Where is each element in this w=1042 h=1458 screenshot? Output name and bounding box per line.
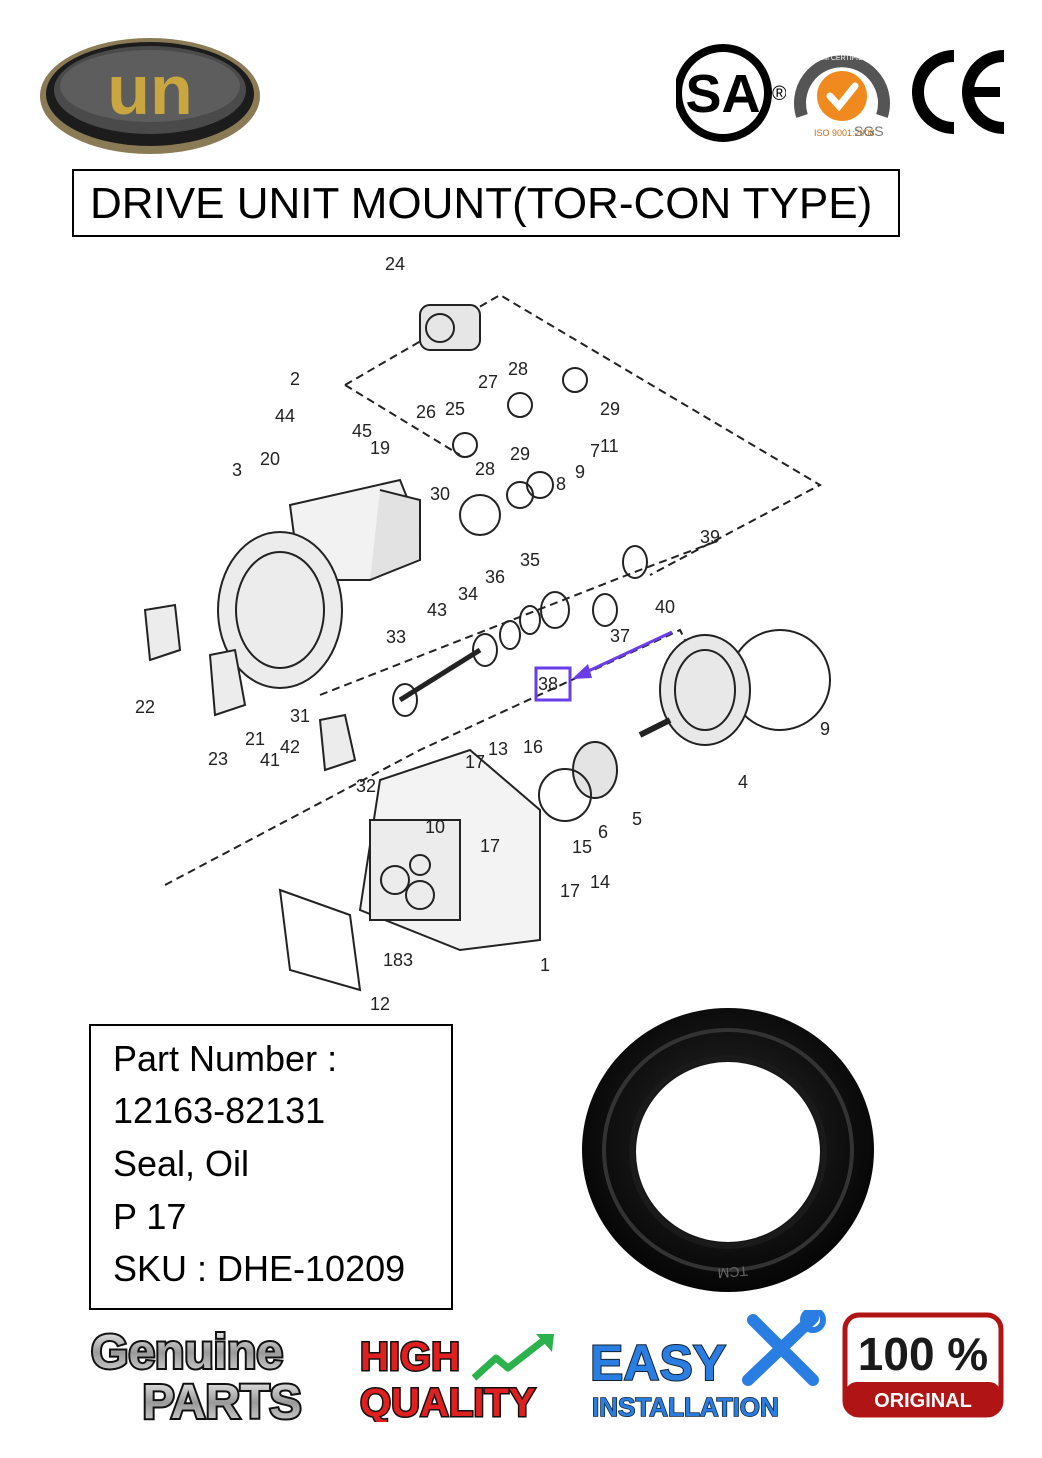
easy-installation-badge: EASY INSTALLATION bbox=[589, 1310, 826, 1422]
callout-label: 17 bbox=[465, 752, 485, 772]
callout-label: 1 bbox=[540, 955, 550, 975]
callout-label: 25 bbox=[445, 399, 465, 419]
svg-text:CE: CE bbox=[906, 44, 908, 45]
callout-label: 36 bbox=[485, 567, 505, 587]
callout-label: 45 bbox=[352, 421, 372, 441]
title-box: DRIVE UNIT MOUNT(TOR-CON TYPE) bbox=[72, 169, 900, 237]
callout-label: 14 bbox=[590, 872, 610, 892]
part-name: Seal, Oil bbox=[113, 1143, 250, 1184]
svg-text:TCM: TCM bbox=[717, 1263, 749, 1282]
genuine-parts-badge: Genuine PARTS bbox=[89, 1324, 304, 1426]
callout-label: 12 bbox=[370, 994, 390, 1014]
callout-label: 6 bbox=[598, 822, 608, 842]
original-badge: 100 % ORIGINAL bbox=[842, 1312, 1004, 1418]
callout-label: 16 bbox=[523, 737, 543, 757]
callout-label: 29 bbox=[510, 444, 530, 464]
callout-highlighted: 38 bbox=[538, 674, 558, 694]
high-quality-badge: HIGH QUALITY bbox=[359, 1334, 554, 1422]
callout-label: 40 bbox=[655, 597, 675, 617]
callout-label: 43 bbox=[427, 600, 447, 620]
callout-label: 15 bbox=[572, 837, 592, 857]
callout-label: 9 bbox=[575, 462, 585, 482]
page-title: DRIVE UNIT MOUNT(TOR-CON TYPE) bbox=[90, 179, 873, 228]
callout-label: 21 bbox=[245, 729, 265, 749]
callout-label: 24 bbox=[385, 254, 405, 274]
callout-label: 23 bbox=[208, 749, 228, 769]
svg-text:ORIGINAL: ORIGINAL bbox=[874, 1390, 972, 1412]
svg-text:HIGH: HIGH bbox=[360, 1335, 460, 1379]
callout-label: 37 bbox=[610, 626, 630, 646]
svg-text:QUALITY: QUALITY bbox=[360, 1381, 536, 1422]
callout-label: 3 bbox=[232, 460, 242, 480]
part-number-label: Part Number : bbox=[113, 1038, 338, 1079]
callout-label: 39 bbox=[700, 527, 720, 547]
callout-label: 30 bbox=[430, 484, 450, 504]
callout-label: 10 bbox=[425, 817, 445, 837]
svg-text:SYSTEM CERTIFICATION: SYSTEM CERTIFICATION bbox=[800, 55, 884, 62]
sku-value: SKU : DHE-10209 bbox=[113, 1248, 406, 1289]
svg-text:PARTS: PARTS bbox=[142, 1376, 301, 1426]
highlight-arrow bbox=[572, 630, 673, 679]
un-logo: un bbox=[40, 38, 260, 154]
callout-label: 13 bbox=[488, 739, 508, 759]
svg-text:SA: SA bbox=[685, 64, 760, 124]
callout-label: 28 bbox=[475, 459, 495, 479]
callout-label: 32 bbox=[356, 776, 376, 796]
svg-text:Genuine: Genuine bbox=[91, 1326, 283, 1379]
part-info-box: Part Number : 12163-82131 Seal, Oil P 17… bbox=[89, 1024, 453, 1310]
callout-label: 18 bbox=[383, 950, 403, 970]
callout-label: 5 bbox=[632, 809, 642, 829]
trend-arrow-icon bbox=[471, 1337, 547, 1381]
svg-text:ISO 9001:2008: ISO 9001:2008 bbox=[814, 128, 875, 138]
callout-label: 7 bbox=[590, 441, 600, 461]
callout-label: 8 bbox=[556, 474, 566, 494]
svg-text:EASY: EASY bbox=[590, 1335, 726, 1391]
callout-label: 4 bbox=[738, 772, 748, 792]
oil-seal-photo: TCM bbox=[582, 1008, 874, 1292]
callout-label: 28 bbox=[508, 359, 528, 379]
callout-label: 31 bbox=[290, 706, 310, 726]
callout-label: 20 bbox=[260, 449, 280, 469]
callout-label: 34 bbox=[458, 584, 478, 604]
callout-label: 17 bbox=[560, 881, 580, 901]
callout-label: 9 bbox=[820, 719, 830, 739]
svg-text:SGS: SGS bbox=[854, 123, 884, 139]
callout-label: 33 bbox=[386, 627, 406, 647]
callout-label: 27 bbox=[478, 372, 498, 392]
callout-label: 17 bbox=[480, 836, 500, 856]
callout-label: 41 bbox=[260, 750, 280, 770]
callout-label: 35 bbox=[520, 550, 540, 570]
page-reference: P 17 bbox=[113, 1196, 187, 1237]
svg-text:100 %: 100 % bbox=[858, 1328, 988, 1380]
highlight-box bbox=[534, 666, 572, 702]
sgs-certification-logo: SYSTEM CERTIFICATION ISO 9001:2008 SGS bbox=[794, 55, 890, 139]
svg-text:INSTALLATION: INSTALLATION bbox=[592, 1392, 779, 1422]
callout-label: 26 bbox=[416, 402, 436, 422]
logo-text: un bbox=[107, 51, 193, 129]
ce-mark: CE bbox=[906, 44, 1005, 134]
callout-label: 19 bbox=[370, 438, 390, 458]
callout-label: 29 bbox=[600, 399, 620, 419]
callout-label: 11 bbox=[600, 436, 619, 456]
tools-icon bbox=[742, 1310, 826, 1386]
callout-label: 2 bbox=[290, 369, 300, 389]
part-number-value: 12163-82131 bbox=[113, 1090, 326, 1131]
callout-label: 3 bbox=[403, 950, 413, 970]
callout-label: 42 bbox=[280, 737, 300, 757]
callout-label: 22 bbox=[135, 697, 155, 717]
svg-text:®: ® bbox=[772, 83, 786, 105]
csa-logo: SA ® bbox=[676, 44, 786, 142]
callout-label: 44 bbox=[275, 406, 295, 426]
